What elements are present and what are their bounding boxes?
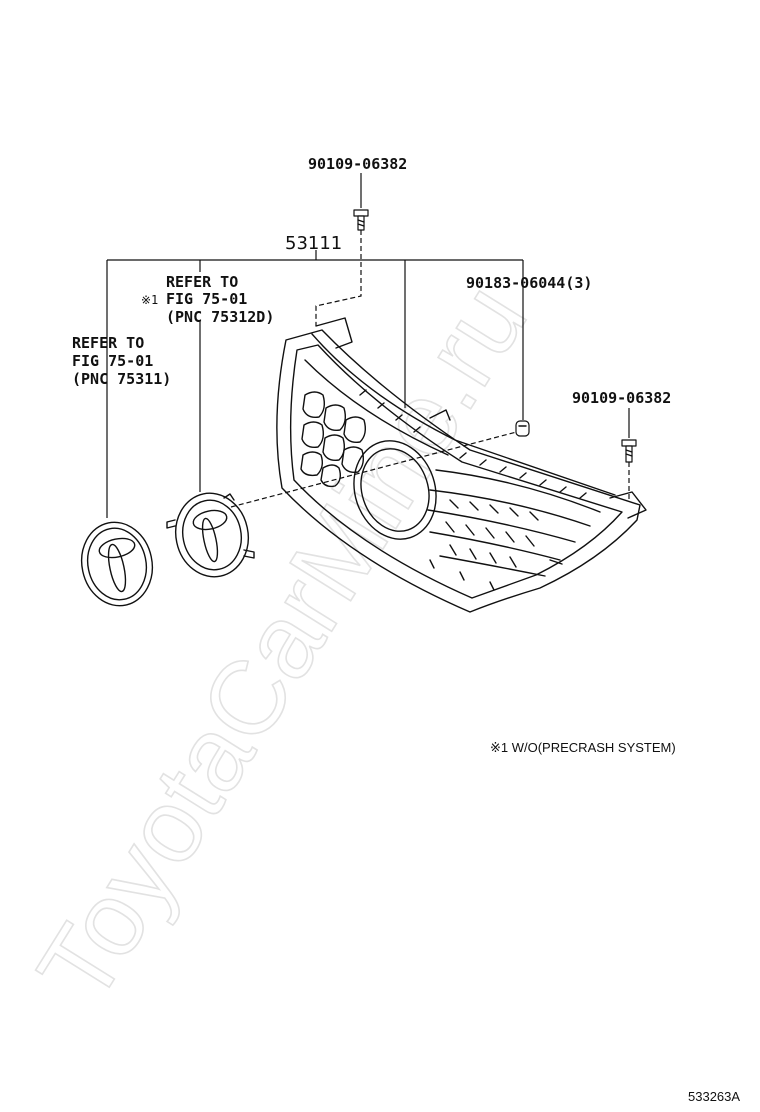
ref-middle-marker: ※1: [141, 293, 158, 307]
bolt-top-icon: [353, 209, 369, 231]
ref-middle-line2: FIG 75-01: [166, 290, 247, 308]
leader-lines: [106, 173, 630, 518]
part-number-bolt-top: 90109-06382: [308, 155, 407, 173]
footnote: ※1 W/O(PRECRASH SYSTEM): [490, 740, 676, 755]
radiator-grille-icon: [276, 317, 647, 613]
assembly-lines: [230, 230, 630, 508]
clip-icon: [515, 420, 530, 437]
bolt-right-icon: [621, 439, 637, 463]
ref-left-line2: FIG 75-01: [72, 352, 153, 370]
part-number-clip: 90183-06044(3): [466, 274, 592, 292]
ref-left-line3: (PNC 75311): [72, 370, 171, 388]
emblem-left-icon: [80, 521, 154, 607]
ref-left-line1: REFER TO: [72, 334, 144, 352]
emblem-middle-icon: [166, 492, 255, 578]
diagram-code: 533263A: [688, 1089, 740, 1104]
part-number-bolt-right: 90109-06382: [572, 389, 671, 407]
part-number-grille: 53111: [285, 233, 342, 254]
ref-middle-line1: REFER TO: [166, 273, 238, 291]
ref-middle-line3: (PNC 75312D): [166, 308, 274, 326]
